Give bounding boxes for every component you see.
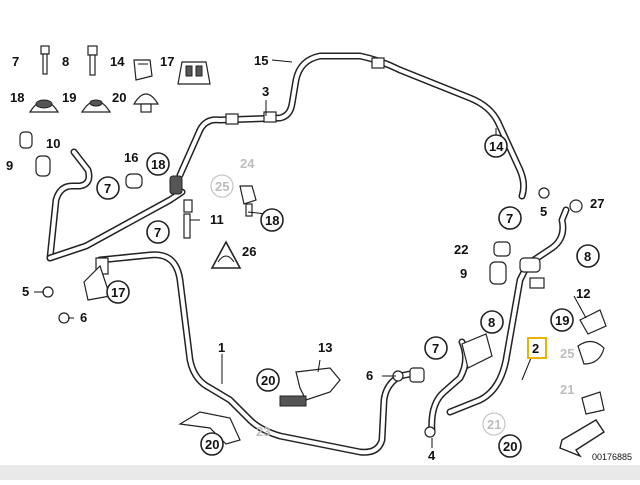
bracket-19-right bbox=[579, 309, 607, 335]
callout-23: 23 bbox=[256, 424, 270, 439]
callout-5: 5 bbox=[540, 204, 547, 219]
svg-text:7: 7 bbox=[104, 181, 111, 196]
callout-labels: 7 8 14 17 18 19 20 10 9 16 15 3 24 11 26… bbox=[6, 53, 604, 463]
document-number: 00176885 bbox=[591, 452, 632, 462]
callout-8-circle: 8 bbox=[480, 310, 504, 334]
grommet-part-19 bbox=[80, 99, 112, 113]
svg-text:14: 14 bbox=[489, 139, 504, 154]
callout-10: 10 bbox=[46, 136, 60, 151]
callout-18: 18 bbox=[10, 90, 24, 105]
callout-7-circle: 7 bbox=[96, 176, 120, 200]
svg-text:17: 17 bbox=[111, 285, 125, 300]
footer-bar bbox=[0, 465, 640, 480]
callout-9: 9 bbox=[460, 266, 467, 281]
callout-16: 16 bbox=[124, 150, 138, 165]
hose-2 bbox=[392, 187, 583, 438]
callout-18-circle: 18 bbox=[260, 208, 284, 232]
pipe-3 bbox=[176, 52, 528, 200]
callout-19: 19 bbox=[62, 90, 76, 105]
plug-part-20 bbox=[132, 93, 160, 113]
callout-20: 20 bbox=[112, 90, 126, 105]
callout-8-circle: 8 bbox=[576, 244, 600, 268]
filter-part-22 bbox=[489, 241, 511, 285]
clip-part-17 bbox=[177, 61, 211, 85]
svg-text:19: 19 bbox=[555, 313, 569, 328]
svg-text:25: 25 bbox=[215, 179, 229, 194]
callout-20-circle: 20 bbox=[256, 368, 280, 392]
svg-text:18: 18 bbox=[265, 213, 279, 228]
callout-15: 15 bbox=[254, 53, 268, 68]
seal-ring-6-left bbox=[58, 312, 70, 324]
callout-14-circle: 14 bbox=[484, 134, 508, 158]
bracket-23 bbox=[178, 411, 241, 445]
pipe-left-assembly bbox=[19, 131, 193, 301]
callout-9: 9 bbox=[6, 158, 13, 173]
callout-25-circle: 25 bbox=[210, 174, 234, 198]
circled-callouts: 18 7 7 17 25 18 20 20 7 14 7 8 8 19 21 2… bbox=[96, 134, 600, 458]
svg-text:7: 7 bbox=[432, 341, 439, 356]
grommet-part-18 bbox=[28, 99, 60, 113]
clamp-part-25-21 bbox=[577, 340, 605, 415]
orientation-arrow-icon bbox=[559, 419, 605, 458]
selected-part-highlight[interactable] bbox=[527, 337, 547, 359]
callout-12: 12 bbox=[576, 286, 590, 301]
callout-13: 13 bbox=[318, 340, 332, 355]
seal-ring-5-left bbox=[42, 286, 54, 298]
callout-8: 8 bbox=[62, 54, 69, 69]
callout-1: 1 bbox=[218, 340, 225, 355]
svg-text:8: 8 bbox=[488, 315, 495, 330]
callout-5: 5 bbox=[22, 284, 29, 299]
callout-26: 26 bbox=[242, 244, 256, 259]
warning-triangle-icon bbox=[210, 240, 242, 269]
clip-part-14 bbox=[133, 59, 153, 81]
callout-7-circle: 7 bbox=[498, 206, 522, 230]
callout-17-circle: 17 bbox=[106, 280, 130, 304]
callout-7: 7 bbox=[12, 54, 19, 69]
sensor-part bbox=[239, 185, 257, 217]
callout-6: 6 bbox=[366, 368, 373, 383]
svg-text:18: 18 bbox=[151, 157, 165, 172]
screw-part bbox=[87, 45, 98, 76]
svg-text:7: 7 bbox=[154, 225, 161, 240]
callout-25: 25 bbox=[560, 346, 574, 361]
callout-21-circle: 21 bbox=[482, 412, 506, 436]
callout-14: 14 bbox=[110, 54, 125, 69]
callout-27: 27 bbox=[590, 196, 604, 211]
callout-17: 17 bbox=[160, 54, 174, 69]
callout-4: 4 bbox=[428, 448, 436, 463]
bolt-part bbox=[40, 45, 50, 75]
svg-text:7: 7 bbox=[506, 211, 513, 226]
svg-text:20: 20 bbox=[261, 373, 275, 388]
callout-24: 24 bbox=[240, 156, 255, 171]
callout-6: 6 bbox=[80, 310, 87, 325]
bracket-13 bbox=[279, 367, 341, 407]
callout-20-circle: 20 bbox=[200, 432, 224, 456]
callout-20-circle: 20 bbox=[498, 434, 522, 458]
callout-3: 3 bbox=[262, 84, 269, 99]
svg-text:8: 8 bbox=[584, 249, 591, 264]
callout-7-circle: 7 bbox=[424, 336, 448, 360]
callout-18-circle: 18 bbox=[146, 152, 170, 176]
callout-21: 21 bbox=[560, 382, 574, 397]
pipe-1 bbox=[96, 251, 424, 456]
callout-2: 2 bbox=[532, 341, 539, 356]
callout-11: 11 bbox=[210, 212, 224, 227]
svg-text:20: 20 bbox=[205, 437, 219, 452]
callout-19-circle: 19 bbox=[550, 308, 574, 332]
svg-text:21: 21 bbox=[487, 417, 501, 432]
callout-7-circle: 7 bbox=[146, 220, 170, 244]
callout-22: 22 bbox=[454, 242, 468, 257]
svg-text:20: 20 bbox=[503, 439, 517, 454]
